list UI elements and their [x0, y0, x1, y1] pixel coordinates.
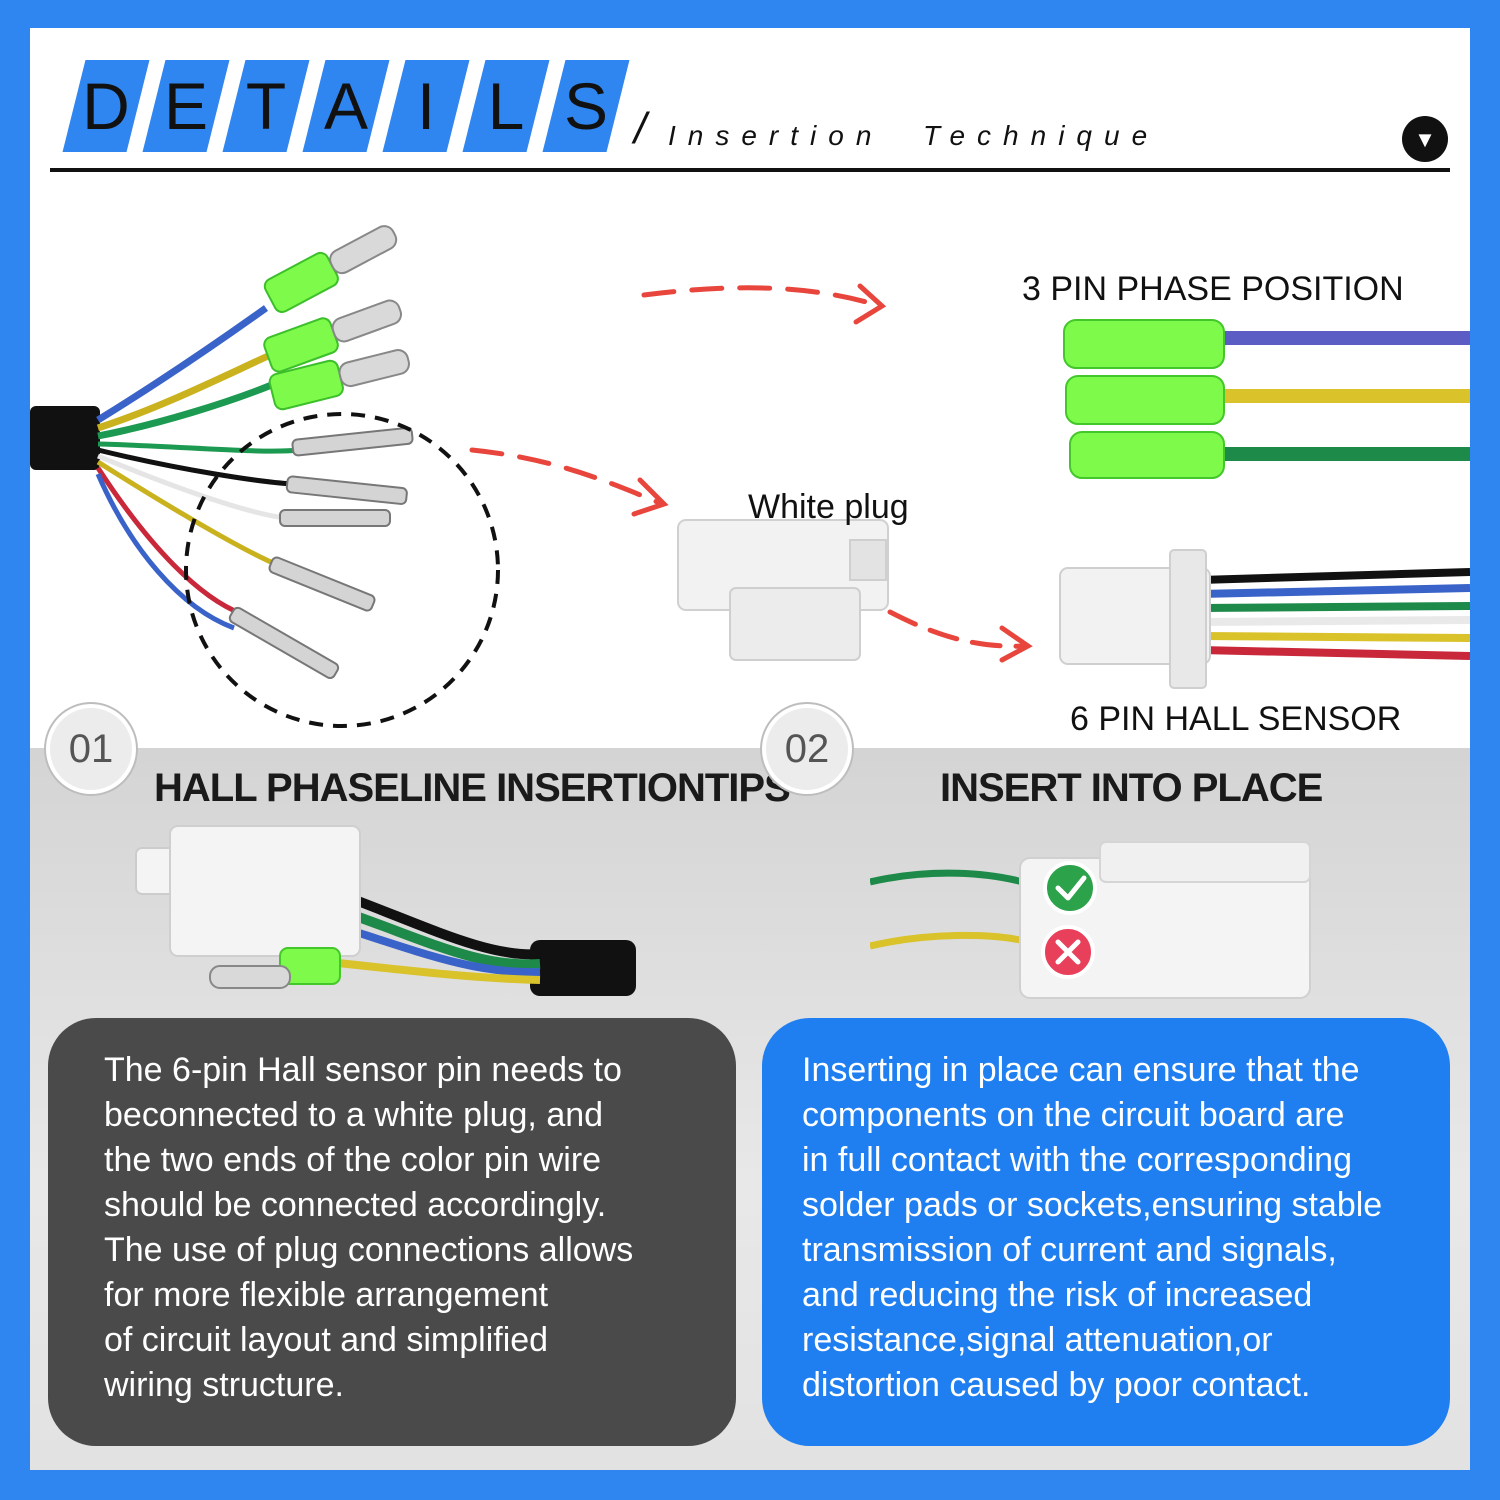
insert-plug-photo	[870, 841, 1311, 999]
hall-plug-detail	[1059, 549, 1470, 689]
highlight-circle	[184, 412, 500, 728]
description-line: in full contact with the corresponding	[802, 1141, 1352, 1179]
wiring-illustration: 3 PIN PHASE POSITION White plug 6 PIN HA…	[30, 188, 1470, 748]
description-line: and reducing the risk of increased	[802, 1276, 1313, 1314]
hall-plug-photo	[135, 825, 636, 996]
description-line: the two ends of the color pin wire	[104, 1141, 602, 1179]
description-line: Inserting in place can ensure that the	[802, 1051, 1360, 1089]
wiring-diagram	[30, 225, 1470, 728]
page-subtitle: Insertion Technique	[668, 120, 1160, 151]
white-plug	[677, 519, 889, 661]
phase-plug-detail	[1063, 319, 1470, 479]
hall-pins	[228, 426, 414, 680]
header-divider	[50, 168, 1450, 172]
description-line: transmission of current and signals,	[802, 1231, 1337, 1269]
step-description-card: The 6-pin Hall sensor pin needs to becon…	[48, 1018, 736, 1446]
step-title: HALL PHASELINE INSERTIONTIPS	[154, 766, 791, 810]
label-phase-position: 3 PIN PHASE POSITION	[1022, 270, 1404, 308]
header: D E T A I L S / Insertion Technique ▼	[30, 28, 1470, 188]
description-line: The 6-pin Hall sensor pin needs to	[104, 1051, 622, 1089]
step-number-badge: 01	[46, 704, 136, 794]
title-letter: L	[462, 60, 550, 152]
description-line: of circuit layout and simplified	[104, 1321, 549, 1359]
check-icon	[1043, 861, 1097, 915]
label-white-plug: White plug	[748, 488, 909, 526]
title-letter: T	[222, 60, 310, 152]
description-line: should be connected accordingly.	[104, 1186, 607, 1224]
description-line: components on the circuit board are	[802, 1096, 1345, 1134]
title-letter: E	[142, 60, 230, 152]
description-line: wiring structure.	[104, 1366, 344, 1404]
description-line: beconnected to a white plug, and	[104, 1096, 604, 1134]
step-title: INSERT INTO PLACE	[940, 766, 1323, 810]
title-letter: D	[62, 60, 150, 152]
chevron-down-icon[interactable]: ▼	[1402, 116, 1448, 162]
label-hall-sensor: 6 PIN HALL SENSOR	[1070, 700, 1402, 738]
phase-connectors	[263, 225, 410, 411]
title-letter: S	[542, 60, 630, 152]
description-line: for more flexible arrangement	[104, 1276, 549, 1314]
step-description-card: Inserting in place can ensure that the c…	[762, 1018, 1450, 1446]
title-letter: I	[382, 60, 470, 152]
title-slash: /	[634, 104, 647, 153]
description-line: distortion caused by poor contact.	[802, 1366, 1311, 1404]
step-number-badge: 02	[762, 704, 852, 794]
description-line: The use of plug connections allows	[104, 1231, 634, 1269]
cable	[30, 305, 301, 631]
arrows	[469, 283, 1033, 663]
description-line: resistance,signal attenuation,or	[802, 1321, 1273, 1359]
title-letter: A	[302, 60, 390, 152]
description-line: solder pads or sockets,ensuring stable	[802, 1186, 1383, 1224]
content-panel: D E T A I L S / Insertion Technique ▼	[30, 28, 1470, 1470]
